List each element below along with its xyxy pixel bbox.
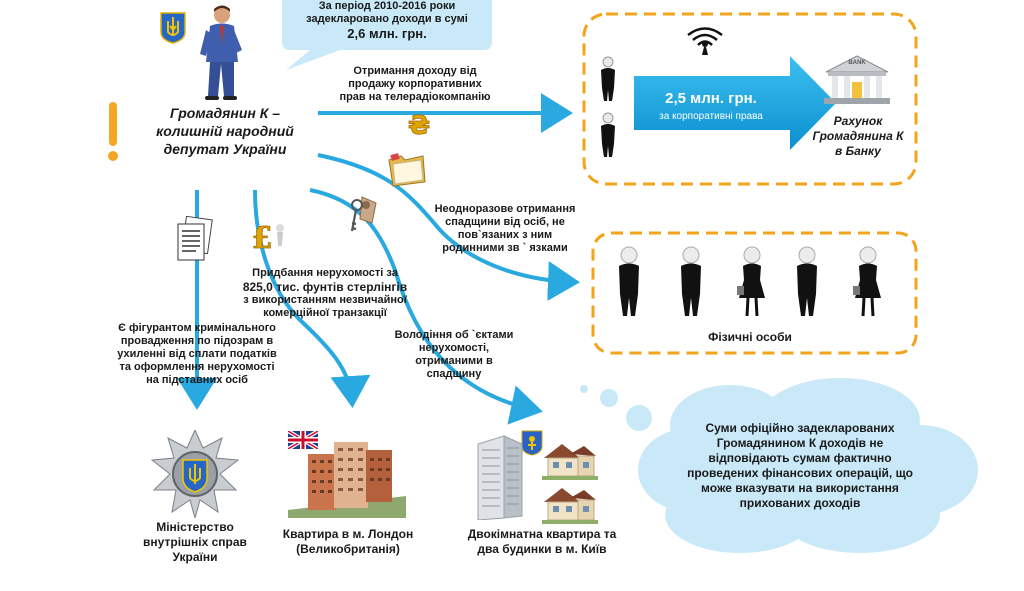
top-bubble-line: За період 2010-2016 роки [318,0,456,12]
ministry-label: Міністерство внутрішніх справ України [120,520,270,565]
conclusion-line: прихованих доходів [739,496,861,510]
kyiv-coat-of-arms-icon [521,430,543,456]
ministry-line: внутрішніх справ [143,535,247,549]
top-bubble-line: задекларовано доходи в сумі [306,13,468,25]
london-apartment-label: Квартира в м. Лондон (Великобританія) [268,527,428,557]
wireless-signal-icon [687,27,723,55]
london-purchase-line: з використанням незвичайної [243,294,407,306]
conclusion-text: Суми офіційно задекларованих Громадянино… [680,421,920,511]
citizen-line: колишній народний [156,123,294,139]
ministry-line: Міністерство [156,520,234,534]
criminal-case-line: на підставних осіб [146,374,248,386]
london-apartment-line: Квартира в м. Лондон [282,527,414,541]
top-bubble-shape [282,0,492,70]
bank-account-line: Рахунок [833,114,883,128]
amount-banner-shape [634,56,836,150]
corporate-income-line: прав на телерадіокомпанію [339,91,491,103]
criminal-case-label: Є фігурантом кримінального провадження п… [112,322,282,387]
conclusion-line: Суми офіційно задекларованих [705,421,895,435]
london-building-image [288,442,406,518]
citizen-line: депутат України [163,141,287,157]
bank-icon [824,55,890,104]
kyiv-property-line: два будинки в м. Київ [477,542,607,556]
kyiv-property-line: Двокімнатна квартира та [467,527,617,541]
person-icon [797,246,817,316]
london-purchase-line: 825,0 тис. фунтів стерлінгів [242,280,408,294]
person-icon [681,246,701,316]
conclusion-line: може вказувати на використання [701,481,899,495]
citizen-line: Громадянин К – [169,105,281,121]
house-icon [542,488,598,524]
ownership-line: Володіння об `єктами [394,329,514,341]
inheritance-line: спадщини від осіб, не [445,216,565,228]
individuals-label: Фізичні особи [708,330,792,344]
svg-text:£: £ [252,221,273,254]
inheritance-line: Неодноразове отримання [434,203,576,215]
london-purchase-line: комерційної транзакції [263,307,387,319]
corporate-income-label: Отримання доходу від продажу корпоративн… [325,65,505,104]
individuals-dashed-box [591,231,918,355]
conclusion-cloud-shape [580,378,978,553]
ownership-line: спадщину [426,368,482,380]
ministry-line: України [172,550,218,564]
conclusion-line: проведених фінансових операцій, що [687,466,913,480]
bank-dashed-box [582,12,918,186]
woman-icon [853,246,881,317]
svg-text:₴: ₴ [408,111,430,140]
folder-icon [388,153,426,187]
bank-account-line: Громадянина К [812,129,904,143]
woman-icon [737,246,765,317]
ownership-label: Володіння об `єктами нерухомості, отрима… [384,329,524,381]
documents-icon [177,216,213,261]
inheritance-line: родинними зв ` язками [442,242,568,254]
bank-account-line: в Банку [835,144,881,158]
conclusion-line: Громадянином К доходів не [716,436,884,450]
criminal-case-line: ухиленні від сплати податків [117,348,277,360]
banner-amount: 2,5 млн. грн. [665,90,757,107]
pound-coin-icon: £ [251,221,284,254]
uk-flag-icon [288,431,318,449]
ownership-line: отриманими в [415,355,493,367]
exclamation-icon [108,102,118,161]
arrow-to-london [253,189,371,408]
person-icon [601,112,615,157]
banner-caption: за корпоративні права [659,111,763,122]
ukraine-coat-of-arms-icon [160,12,186,44]
hryvnia-coin-icon: ₴ [407,111,430,140]
inheritance-line: пов`язаних з ним [457,229,553,241]
person-icon [619,246,639,316]
london-apartment-line: (Великобританія) [296,542,400,556]
kyiv-property-label: Двокімнатна квартира та два будинки в м.… [462,527,622,557]
kyiv-apartment-building-image [477,435,523,520]
arrow-to-individuals [317,153,580,302]
citizen-label: Громадянин К – колишній народний депутат… [150,104,300,158]
conclusion-line: відповідають сумам фактично [708,451,892,465]
criminal-case-line: Є фігурантом кримінального [118,322,276,334]
ownership-line: нерухомості, [418,342,490,354]
bank-account-label: Рахунок Громадянина К в Банку [806,114,910,159]
police-badge-icon [150,430,240,518]
london-purchase-line: Придбання нерухомості за [252,267,398,279]
inheritance-label: Неодноразове отримання спадщини від осіб… [430,203,580,255]
london-purchase-label: Придбання нерухомості за 825,0 тис. фунт… [240,267,410,320]
bank-sign: BANK [848,60,866,66]
corporate-income-line: Отримання доходу від [353,65,477,77]
top-bubble-text: За період 2010-2016 роки задекларовано д… [284,0,490,42]
person-icon [601,56,615,101]
house-icon [542,444,598,480]
criminal-case-line: провадження по підозрам в [120,335,274,347]
top-bubble-amount: 2,6 млн. грн. [347,26,427,41]
businessman-icon [200,5,242,100]
criminal-case-line: та оформлення нерухомості [119,361,275,373]
corporate-income-line: продажу корпоративних [348,78,482,90]
keys-icon [350,196,377,232]
